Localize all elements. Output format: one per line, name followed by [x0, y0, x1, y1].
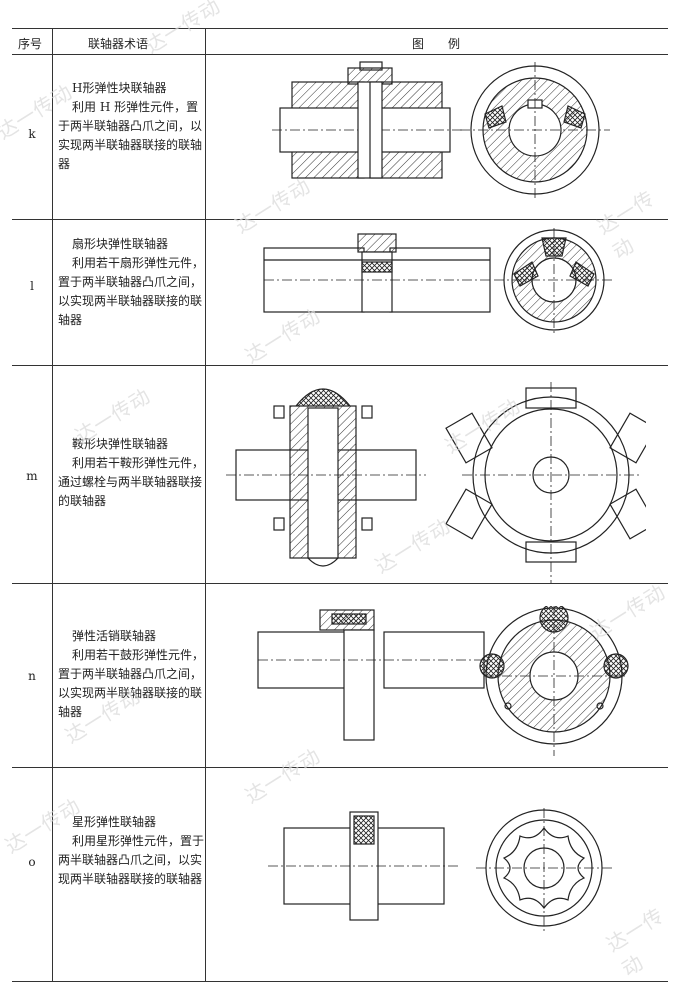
row-id-k: k [28, 127, 36, 141]
row-term-k: H形弹性块联轴器 利用 H 形弹性元件，置于两半联轴器凸爪之间，以实现两半联轴器… [58, 79, 208, 174]
row-term-o: 星形弹性联轴器 利用星形弹性元件，置于两半联轴器凸爪之间，以实现两半联轴器联接的… [58, 813, 208, 889]
header-seq: 序号 [18, 37, 43, 51]
term-title: 星形弹性联轴器 [72, 815, 157, 829]
header-term: 联轴器术语 [88, 37, 149, 51]
figure-h-elastic-coupling [272, 61, 610, 198]
column-divider [205, 29, 206, 981]
term-desc: 利用星形弹性元件，置于两半联轴器凸爪之间，以实现两半联轴器联接的联轴器 [58, 834, 205, 886]
term-desc: 利用若干扇形弹性元件，置于两半联轴器凸爪之间，以实现两半联轴器联接的联轴器 [58, 256, 205, 327]
term-desc: 利用若干鞍形弹性元件，通过螺栓与两半联轴器联接的联轴器 [58, 456, 205, 508]
term-desc: 利用 H 形弹性元件，置于两半联轴器凸爪之间，以实现两半联轴器联接的联轴器 [58, 100, 203, 171]
row-divider [12, 365, 668, 366]
row-term-m: 鞍形块弹性联轴器 利用若干鞍形弹性元件，通过螺栓与两半联轴器联接的联轴器 [58, 435, 208, 511]
term-title: 鞍形块弹性联轴器 [72, 437, 169, 451]
header-divider [12, 54, 668, 55]
figure-fan-block-coupling [263, 228, 614, 336]
row-divider [12, 219, 668, 220]
term-title: H形弹性块联轴器 [72, 81, 167, 95]
row-term-n: 弹性活销联轴器 利用若干鼓形弹性元件，置于两半联轴器凸爪之间，以实现两半联轴器联… [58, 627, 208, 722]
term-title: 弹性活销联轴器 [72, 629, 157, 643]
coupling-terms-table: 序号 联轴器术语 图 例 k H形弹性块联轴器 利用 H 形弹性元件，置于两半联… [12, 28, 668, 982]
row-divider [12, 583, 668, 584]
figure-saddle-block-coupling [226, 382, 646, 583]
row-id-o: o [28, 855, 36, 869]
row-id-l: l [30, 279, 34, 293]
term-desc: 利用若干鼓形弹性元件，置于两半联轴器凸爪之间，以实现两半联轴器联接的联轴器 [58, 648, 205, 719]
figure-star-elastic-coupling [268, 808, 612, 932]
term-title: 扇形块弹性联轴器 [72, 237, 169, 251]
row-id-m: m [26, 469, 38, 483]
column-divider [52, 29, 53, 981]
row-divider [12, 767, 668, 768]
header-figure: 图 例 [412, 37, 461, 51]
row-id-n: n [28, 669, 36, 683]
figure-elastic-pin-coupling [257, 606, 629, 756]
row-term-l: 扇形块弹性联轴器 利用若干扇形弹性元件，置于两半联轴器凸爪之间，以实现两半联轴器… [58, 235, 208, 330]
